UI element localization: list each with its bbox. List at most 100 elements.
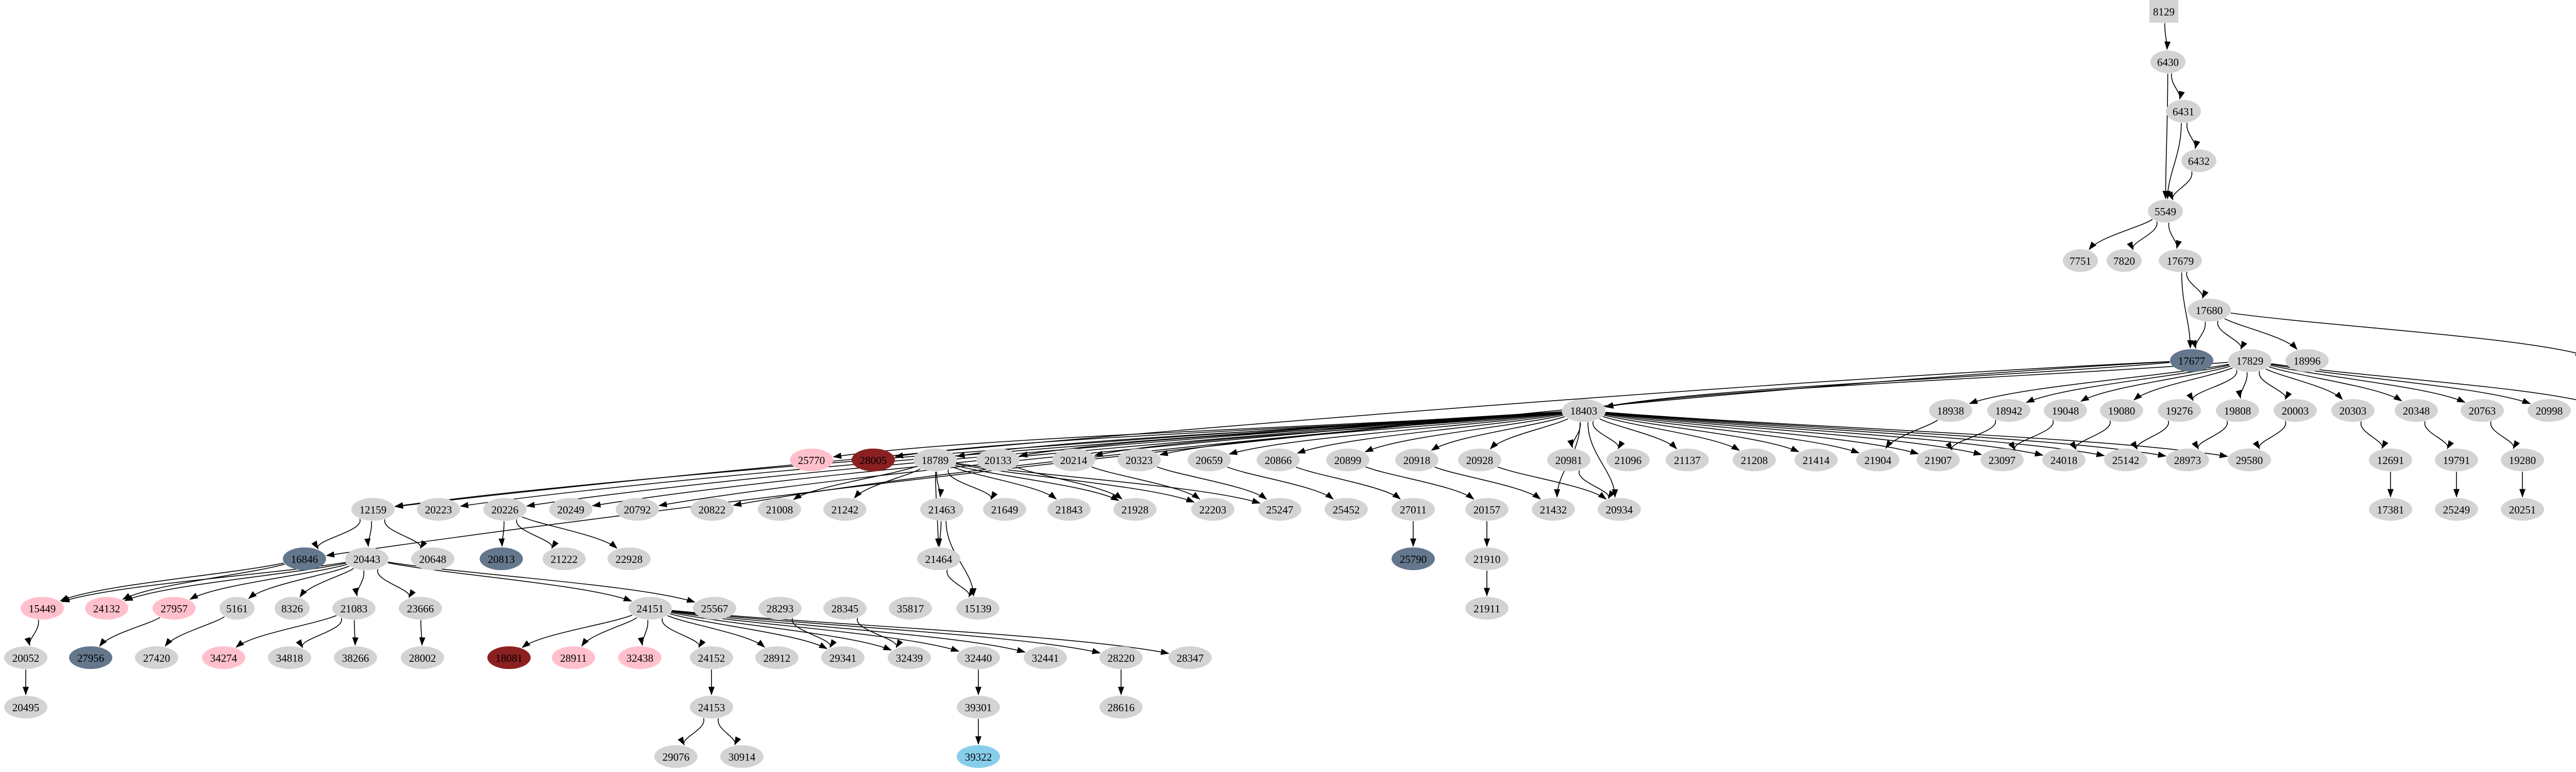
graph-node-6431[interactable]: 6431 [2166, 100, 2201, 123]
node-ellipse[interactable] [1458, 449, 1501, 471]
node-ellipse[interactable] [693, 597, 736, 620]
node-ellipse[interactable] [332, 597, 376, 620]
node-ellipse[interactable] [1547, 449, 1590, 471]
node-ellipse[interactable] [283, 547, 326, 570]
graph-node-39301[interactable]: 39301 [957, 696, 1000, 718]
node-ellipse[interactable] [2148, 200, 2183, 222]
graph-node-21907[interactable]: 21907 [1917, 449, 1960, 471]
graph-node-21414[interactable]: 21414 [1794, 449, 1838, 471]
node-ellipse[interactable] [1395, 449, 1438, 471]
node-ellipse[interactable] [202, 646, 245, 669]
graph-node-21083[interactable]: 21083 [332, 597, 376, 620]
node-ellipse[interactable] [2369, 449, 2412, 471]
node-ellipse[interactable] [1598, 498, 1641, 521]
graph-node-17680[interactable]: 17680 [2188, 299, 2231, 321]
node-ellipse[interactable] [219, 597, 255, 620]
node-ellipse[interactable] [268, 646, 311, 669]
graph-node-20223[interactable]: 20223 [417, 498, 460, 521]
graph-node-24151[interactable]: 24151 [629, 597, 672, 620]
node-ellipse[interactable] [2461, 399, 2504, 422]
graph-node-24153[interactable]: 24153 [690, 696, 733, 718]
graph-node-19280[interactable]: 19280 [2501, 449, 2544, 471]
node-ellipse[interactable] [2528, 399, 2571, 422]
graph-node-16846[interactable]: 16846 [283, 547, 326, 570]
node-ellipse[interactable] [1856, 449, 1900, 471]
node-ellipse[interactable] [1917, 449, 1960, 471]
node-ellipse[interactable] [351, 498, 395, 521]
node-ellipse[interactable] [956, 597, 999, 620]
node-ellipse[interactable] [552, 646, 595, 669]
graph-node-29341[interactable]: 29341 [821, 646, 865, 669]
graph-node-20813[interactable]: 20813 [480, 547, 523, 570]
graph-node-20323[interactable]: 20323 [1117, 449, 1161, 471]
node-ellipse[interactable] [2395, 399, 2438, 422]
graph-node-20934[interactable]: 20934 [1598, 498, 1641, 521]
node-ellipse[interactable] [823, 597, 867, 620]
node-ellipse[interactable] [957, 696, 1000, 718]
graph-node-24132[interactable]: 24132 [85, 597, 128, 620]
graph-node-24018[interactable]: 24018 [2042, 449, 2086, 471]
node-ellipse[interactable] [690, 696, 733, 718]
graph-node-20866[interactable]: 20866 [1257, 449, 1300, 471]
graph-node-21910[interactable]: 21910 [1465, 547, 1509, 570]
node-ellipse[interactable] [1326, 449, 1369, 471]
graph-node-19808[interactable]: 19808 [2216, 399, 2259, 422]
node-ellipse[interactable] [1929, 399, 1972, 422]
graph-node-19791[interactable]: 19791 [2435, 449, 2478, 471]
node-ellipse[interactable] [957, 745, 1000, 768]
graph-node-19048[interactable]: 19048 [2044, 399, 2087, 422]
node-ellipse[interactable] [1392, 547, 1435, 570]
graph-node-38266[interactable]: 38266 [334, 646, 377, 669]
graph-node-20763[interactable]: 20763 [2461, 399, 2504, 422]
node-ellipse[interactable] [2228, 449, 2271, 471]
node-ellipse[interactable] [1532, 498, 1575, 521]
node-ellipse[interactable] [1606, 449, 1650, 471]
graph-node-25452[interactable]: 25452 [1325, 498, 1368, 521]
graph-node-27956[interactable]: 27956 [69, 646, 112, 669]
node-ellipse[interactable] [411, 547, 454, 570]
graph-node-21911[interactable]: 21911 [1465, 597, 1509, 620]
node-ellipse[interactable] [543, 547, 586, 570]
graph-node-21242[interactable]: 21242 [823, 498, 867, 521]
graph-node-28973[interactable]: 28973 [2166, 449, 2209, 471]
graph-node-8129[interactable]: 8129 [2149, 0, 2178, 23]
graph-node-17677[interactable]: 17677 [2170, 349, 2213, 372]
graph-node-7820[interactable]: 7820 [2107, 249, 2142, 272]
node-ellipse[interactable] [2166, 449, 2209, 471]
graph-node-20157[interactable]: 20157 [1465, 498, 1509, 521]
graph-node-8326[interactable]: 8326 [275, 597, 310, 620]
node-ellipse[interactable] [1465, 597, 1509, 620]
node-ellipse[interactable] [2285, 349, 2329, 372]
graph-node-34818[interactable]: 34818 [268, 646, 311, 669]
graph-node-5161[interactable]: 5161 [219, 597, 255, 620]
node-ellipse[interactable] [135, 646, 178, 669]
node-ellipse[interactable] [1465, 498, 1509, 521]
graph-node-17381[interactable]: 17381 [2369, 498, 2412, 521]
graph-node-20214[interactable]: 20214 [1052, 449, 1095, 471]
node-ellipse[interactable] [1188, 449, 1231, 471]
graph-node-5549[interactable]: 5549 [2148, 200, 2183, 222]
graph-node-18789[interactable]: 18789 [913, 449, 957, 471]
graph-node-34274[interactable]: 34274 [202, 646, 245, 669]
graph-node-32441[interactable]: 32441 [1024, 646, 1067, 669]
node-ellipse[interactable] [2369, 498, 2412, 521]
node-ellipse[interactable] [1168, 646, 1212, 669]
node-ellipse[interactable] [1794, 449, 1838, 471]
node-ellipse[interactable] [2228, 349, 2272, 372]
graph-node-28912[interactable]: 28912 [755, 646, 799, 669]
node-ellipse[interactable] [487, 646, 531, 669]
graph-node-20792[interactable]: 20792 [616, 498, 659, 521]
node-ellipse[interactable] [1099, 646, 1143, 669]
node-ellipse[interactable] [983, 498, 1026, 521]
node-ellipse[interactable] [888, 646, 931, 669]
node-ellipse[interactable] [4, 696, 47, 718]
graph-node-18403[interactable]: 18403 [1562, 399, 1605, 422]
graph-node-21464[interactable]: 21464 [917, 547, 960, 570]
node-box[interactable] [2149, 0, 2178, 23]
graph-node-22928[interactable]: 22928 [607, 547, 651, 570]
node-ellipse[interactable] [1465, 547, 1509, 570]
graph-node-7751[interactable]: 7751 [2063, 249, 2098, 272]
node-ellipse[interactable] [1099, 696, 1143, 718]
graph-node-21904[interactable]: 21904 [1856, 449, 1900, 471]
node-ellipse[interactable] [607, 547, 651, 570]
